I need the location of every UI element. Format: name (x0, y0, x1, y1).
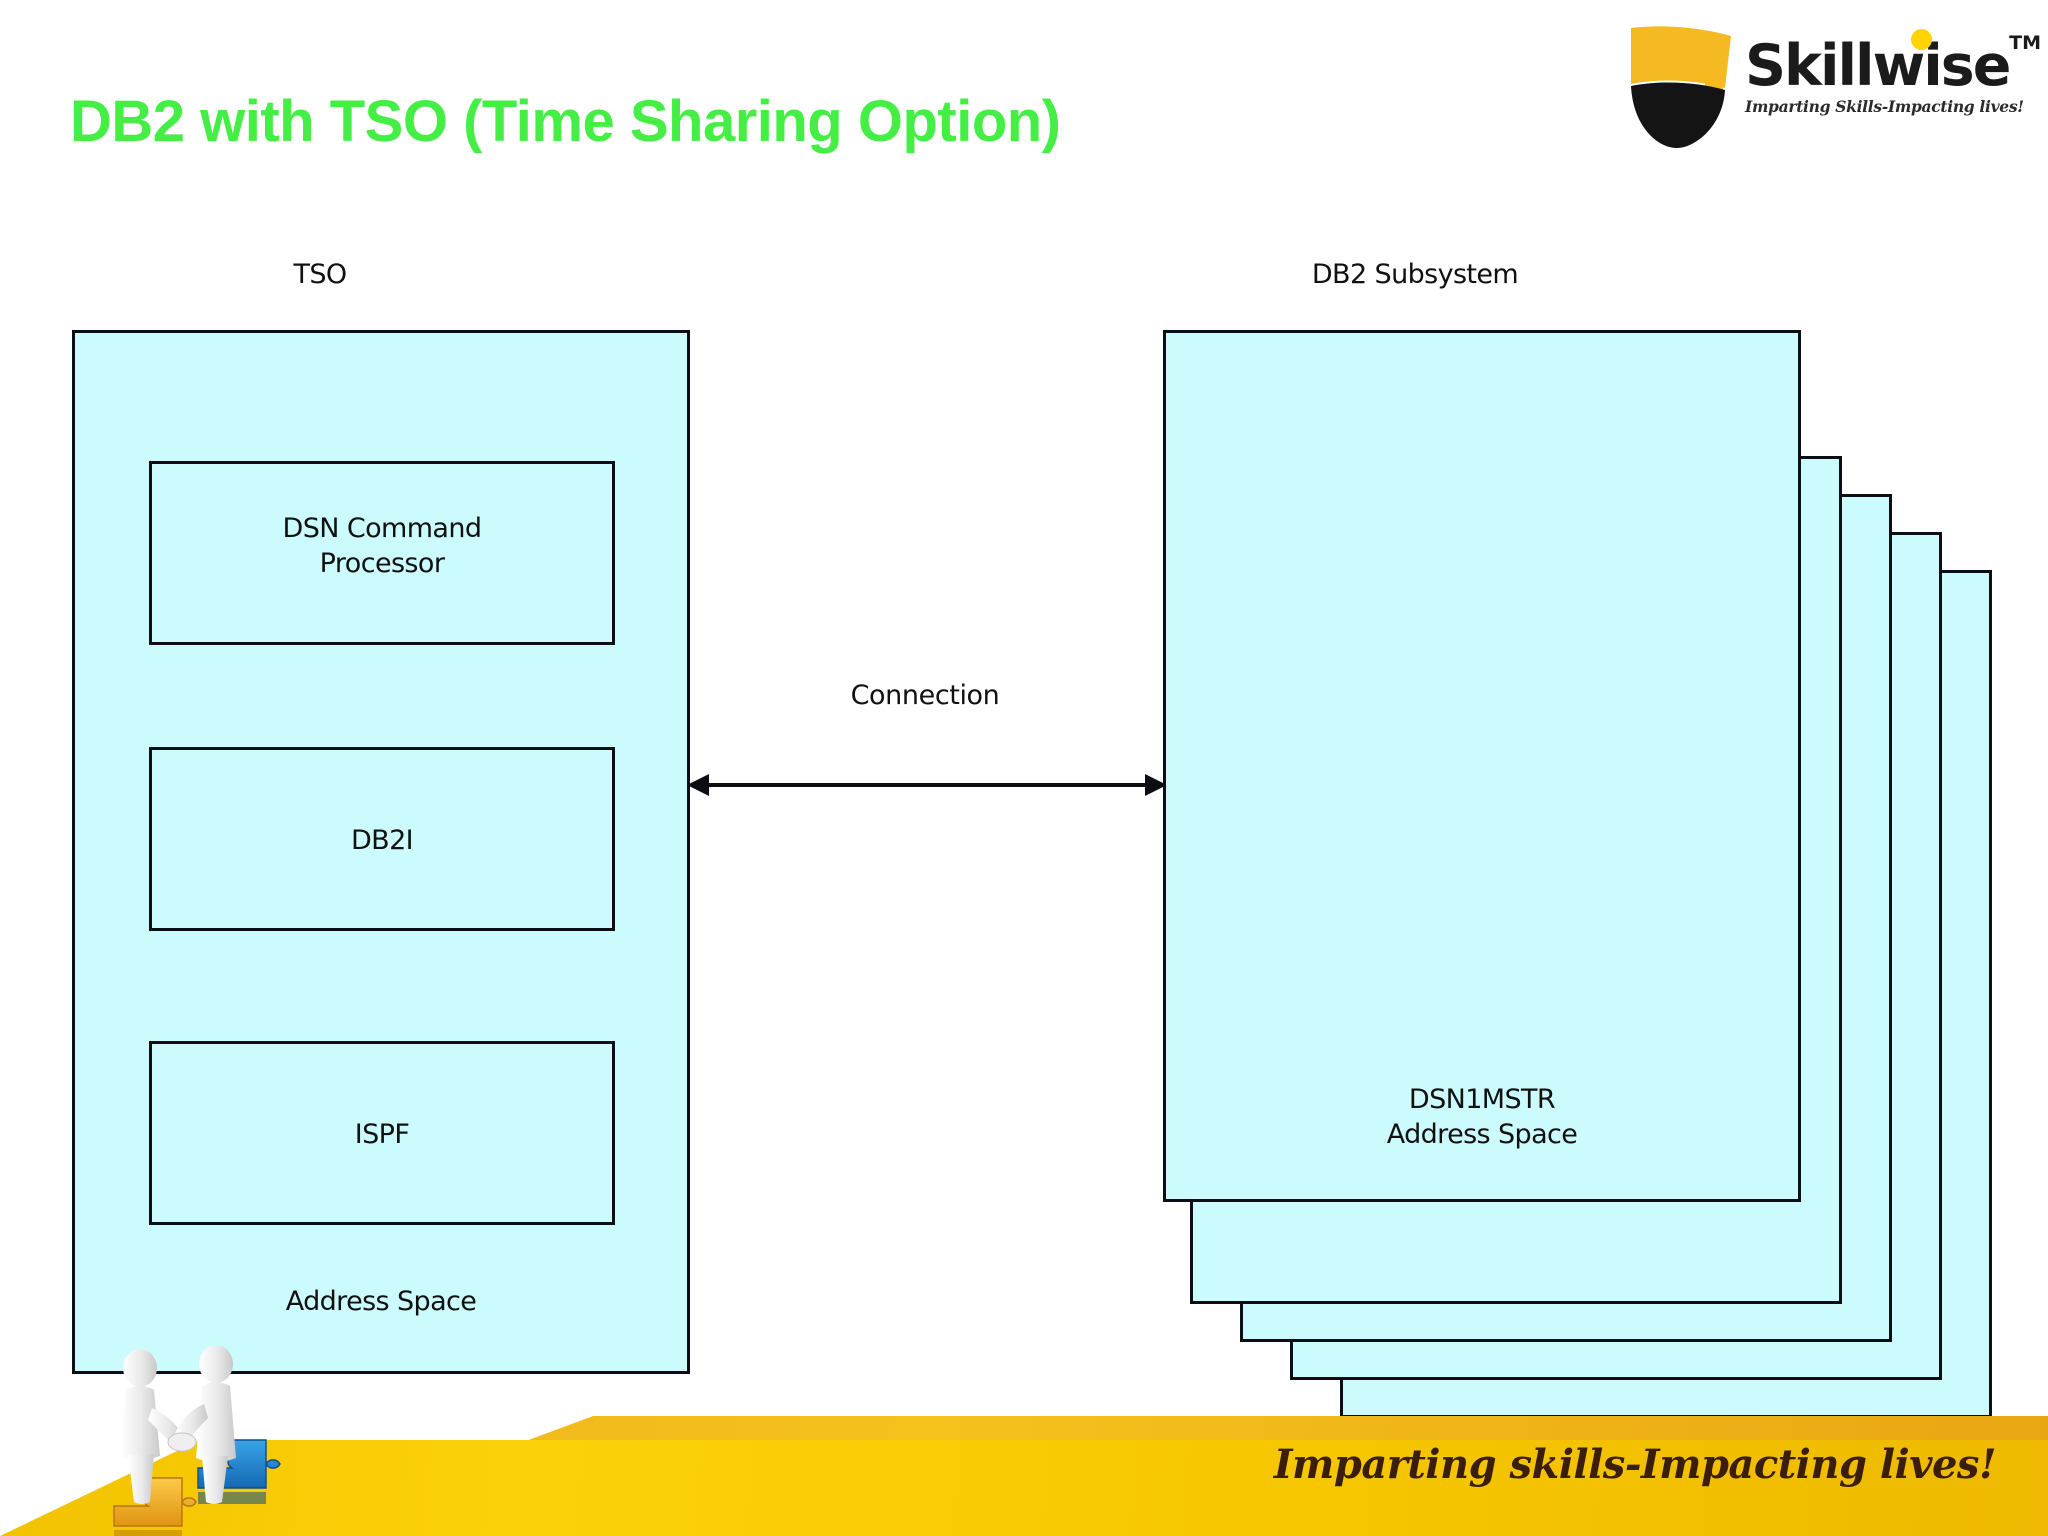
dsn1mstr-address-space-label: DSN1MSTR Address Space (1386, 1084, 1578, 1150)
trademark-symbol: TM (2009, 32, 2041, 54)
connection-double-arrow-icon (687, 774, 1167, 796)
dsn1mstr-address-space-box: DSN1MSTR Address Space (1163, 330, 1801, 1202)
db2i-box: DB2I (149, 747, 615, 931)
figure-left (120, 1349, 184, 1504)
figure-right (174, 1346, 236, 1504)
tso-panel-title: TSO (293, 259, 347, 290)
logo-tagline: Imparting Skills-Impacting lives! (1745, 97, 2024, 116)
logo-text: Skillwise TM (1745, 29, 2041, 95)
connection-label: Connection (850, 680, 1000, 711)
brand-logo: Skillwise TM Imparting Skills-Impacting … (1625, 22, 2041, 148)
ispf-label: ISPF (354, 1119, 410, 1150)
logo-wordmark: Skillwise TM Imparting Skills-Impacting … (1745, 29, 2041, 116)
page-title: DB2 with TSO (Time Sharing Option) (70, 89, 1061, 154)
tso-address-space-box: DSN Command Processor DB2I ISPF Address … (72, 330, 690, 1374)
puzzle-piece-orange (113, 1477, 197, 1536)
logo-dot-icon (1911, 29, 1932, 50)
tso-address-space-label: Address Space (285, 1286, 477, 1317)
db2-subsystem-title: DB2 Subsystem (1311, 259, 1519, 290)
dsn-command-processor-box: DSN Command Processor (149, 461, 615, 645)
db2i-label: DB2I (350, 825, 414, 856)
footer-tagline: Imparting skills-Impacting lives! (1273, 1441, 1997, 1488)
ispf-box: ISPF (149, 1041, 615, 1225)
handshake-puzzle-illustration (113, 1346, 281, 1536)
shield-logo-icon (1631, 26, 1731, 148)
logo-name: Skillwise (1745, 33, 2011, 99)
dsn-command-processor-label: DSN Command Processor (282, 513, 482, 579)
